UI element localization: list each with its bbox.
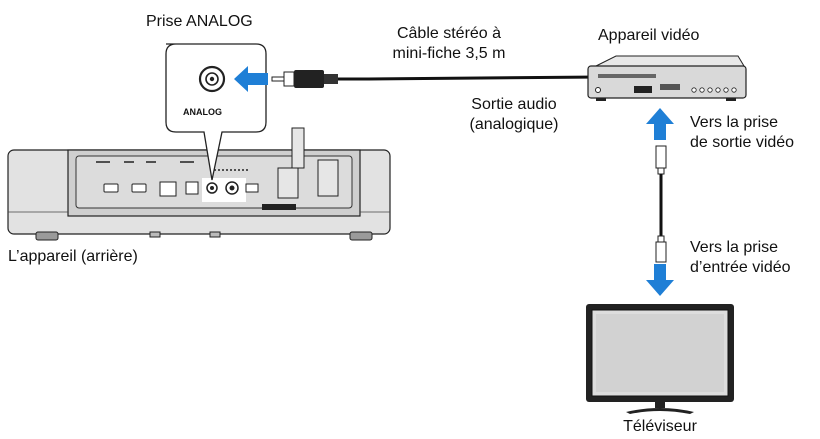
audio-out-label: Sortie audio (analogique) — [452, 95, 576, 135]
cable-label-line2: mini-fiche 3,5 m — [392, 45, 506, 62]
to-video-out-line2: de sortie vidéo — [690, 134, 795, 151]
video-device-label: Appareil vidéo — [598, 27, 700, 44]
usb-port — [245, 183, 259, 193]
cable-label-line1: Câble stéréo à — [396, 25, 502, 42]
audio-out-line2: (analogique) — [469, 116, 559, 133]
tv — [586, 304, 734, 414]
mini-jack-plug — [271, 70, 601, 88]
jack-analog-text: ANALOG — [183, 107, 222, 117]
unit-rear-label: L’appareil (arrière) — [8, 248, 138, 265]
hdmi-port-2 — [131, 183, 147, 193]
audio-out-line1: Sortie audio — [471, 96, 557, 113]
video-player — [587, 55, 747, 101]
arrow-down-video-in — [646, 264, 674, 296]
to-video-in-line2: d’entrée vidéo — [690, 259, 791, 276]
to-video-out-line1: Vers la prise — [690, 114, 779, 131]
prise-analog-label: Prise ANALOG — [146, 13, 253, 30]
cable-label: Câble stéréo à mini-fiche 3,5 m — [374, 24, 524, 64]
to-video-in-label: Vers la prise d’entrée vidéo — [690, 238, 791, 278]
tv-label: Téléviseur — [623, 418, 697, 435]
to-video-in-line1: Vers la prise — [690, 239, 779, 256]
arrow-up-video-out — [646, 108, 674, 140]
hdmi-port-1 — [103, 183, 119, 193]
network-port — [159, 181, 177, 197]
vent-slots — [96, 161, 250, 171]
soundbar-rear — [7, 127, 391, 241]
optical-port — [185, 181, 199, 195]
arrow-into-jack — [234, 66, 268, 92]
to-video-out-label: Vers la prise de sortie vidéo — [690, 113, 794, 153]
video-cable — [655, 145, 667, 263]
